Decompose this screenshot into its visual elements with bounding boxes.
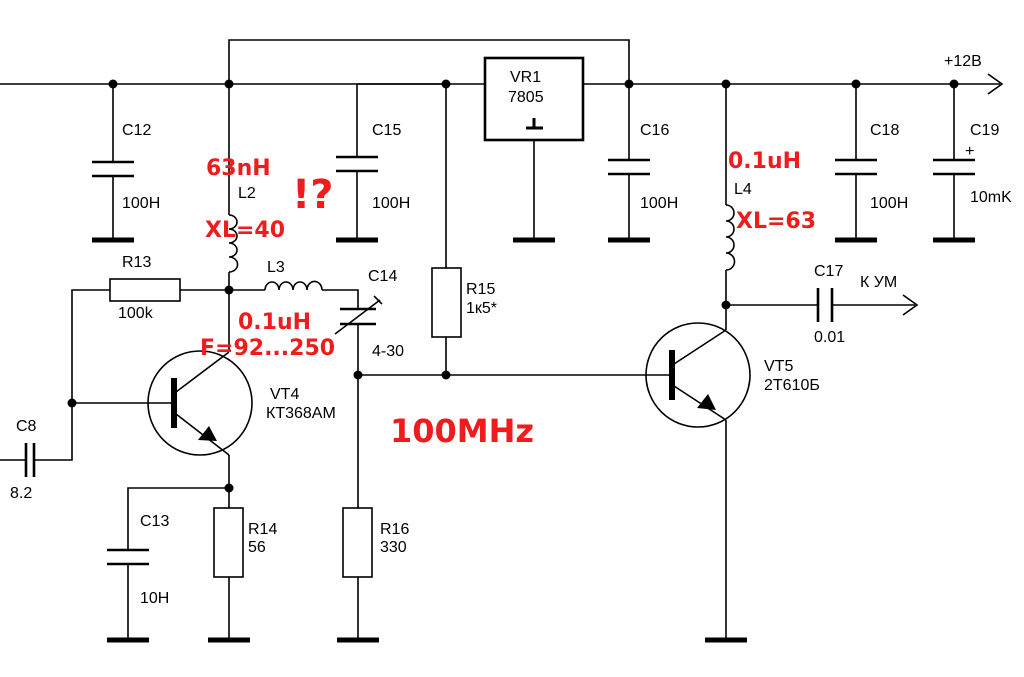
capacitor-c15 (336, 155, 378, 173)
c19-polarity: + (965, 143, 974, 160)
inductor-l3 (264, 280, 323, 291)
r14-value: 56 (248, 539, 266, 556)
annotation-l3-inductance: 0.1uH (238, 310, 311, 335)
c14-ref: C14 (368, 268, 397, 285)
c18-value: 100Н (870, 195, 908, 212)
junction-dots (67, 79, 959, 493)
c15-value: 100Н (372, 195, 410, 212)
l3-ref: L3 (267, 259, 285, 276)
resistor-r16 (342, 507, 373, 578)
c13-ref: C13 (140, 513, 169, 530)
capacitor-c18 (835, 158, 877, 176)
c16-ref: C16 (640, 122, 669, 139)
c8-value: 8.2 (10, 485, 32, 502)
resistor-r13 (109, 278, 181, 302)
capacitor-c13 (107, 548, 149, 566)
c13-value: 10Н (140, 590, 169, 607)
annotation-l4-reactance: XL=63 (736, 209, 816, 234)
vr1-ref: VR1 (510, 69, 541, 86)
c8-ref: C8 (16, 418, 37, 435)
r16-ref: R16 (380, 521, 409, 538)
c14-value: 4-30 (372, 343, 404, 360)
capacitor-c19 (933, 158, 975, 176)
transistor-vt5 (645, 322, 751, 428)
inductor-l2 (228, 214, 239, 273)
annotation-l2-inductance: 63nH (206, 156, 271, 181)
inductor-l4 (725, 204, 736, 271)
l2-ref: L2 (238, 185, 256, 202)
annotation-tuning-range: F=92...250 (200, 336, 335, 361)
vt5-value: 2Т610Б (764, 377, 820, 394)
c12-value: 100Н (122, 195, 160, 212)
vt4-ref: VT4 (270, 386, 299, 403)
c19-ref: C19 (970, 122, 999, 139)
capacitor-c16 (608, 158, 650, 176)
wires (0, 39, 1004, 640)
resistor-r15 (431, 267, 462, 338)
l4-ref: L4 (734, 181, 752, 198)
capacitor-c8 (24, 443, 36, 477)
annotation-l4-inductance: 0.1uH (728, 149, 801, 174)
capacitor-c12 (92, 160, 134, 178)
transistor-vt4 (147, 350, 253, 456)
c18-ref: C18 (870, 122, 899, 139)
vr1-value: 7805 (508, 89, 544, 106)
c15-ref: C15 (372, 122, 401, 139)
r13-ref: R13 (122, 254, 151, 271)
annotation-frequency: 100MHz (390, 412, 534, 450)
r15-ref: R15 (466, 281, 495, 298)
c17-value: 0.01 (814, 329, 845, 346)
c12-ref: C12 (122, 122, 151, 139)
regulator-vr1 (483, 56, 585, 142)
output-label: К УМ (860, 274, 897, 291)
vt4-value: КТ368АМ (266, 405, 336, 422)
r14-ref: R14 (248, 521, 277, 538)
c19-value: 10mK (970, 189, 1012, 206)
c16-value: 100Н (640, 195, 678, 212)
resistor-r14 (213, 507, 244, 578)
annotation-l2-reactance: XL=40 (205, 218, 285, 243)
c17-ref: C17 (814, 263, 843, 280)
capacitor-c17 (816, 288, 834, 322)
annotation-l2-query: !? (292, 172, 333, 218)
ground-symbols (92, 237, 975, 643)
r16-value: 330 (380, 539, 407, 556)
capacitor-c14-trimmer (334, 295, 383, 335)
r13-value: 100k (118, 305, 154, 322)
vt5-ref: VT5 (764, 358, 793, 375)
supply-label: +12В (944, 53, 982, 70)
r15-value: 1к5* (466, 300, 497, 317)
